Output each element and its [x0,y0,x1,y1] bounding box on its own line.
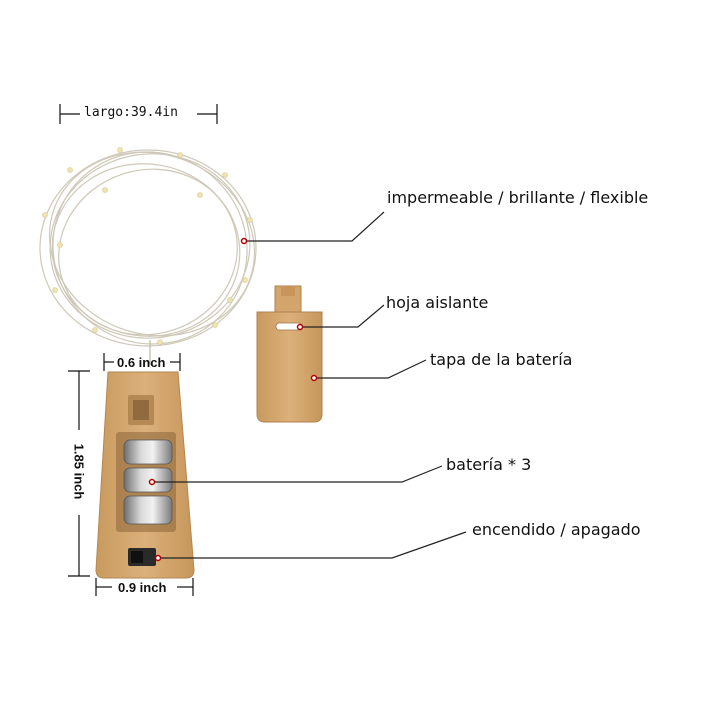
callout-switch: encendido / apagado [472,520,641,539]
battery-cover [256,285,323,423]
bottom-width-dimension [95,578,194,596]
length-label: largo:39.4in [84,105,178,120]
power-switch [128,548,156,566]
top-width-label: 0.6 inch [117,355,166,370]
height-label: 1.85 inch [71,443,87,500]
button-batteries [123,439,173,525]
length-dimension [59,104,218,124]
top-width-dimension [103,353,181,371]
callout-insulating-sheet: hoja aislante [386,293,489,312]
height-dimension [68,370,90,577]
callout-battery-cover: tapa de la batería [430,350,573,369]
callout-lines [152,211,467,559]
callout-battery: batería * 3 [446,455,532,474]
callout-markers [148,237,318,562]
callout-waterproof: impermeable / brillante / flexible [387,188,649,207]
bottom-width-label: 0.9 inch [118,580,167,595]
led-beads [42,147,253,345]
led-wire-coil [39,149,257,365]
